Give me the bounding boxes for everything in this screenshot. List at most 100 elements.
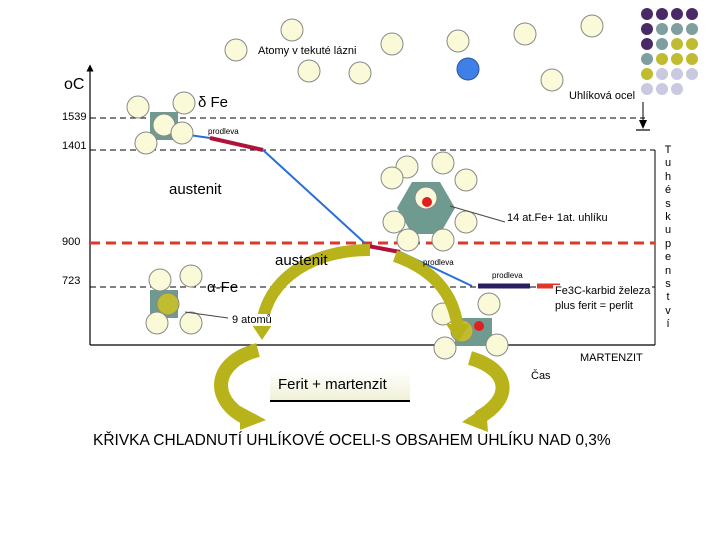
caption: KŘIVKA CHLADNUTÍ UHLÍKOVÉ OCELI-S OBSAHE… [93,432,611,449]
decor-dot [671,38,683,50]
decor-dot [686,53,698,65]
crystal-atom [179,311,203,335]
decor-dot [671,23,683,35]
curve-plateau-900 [367,244,401,254]
ferit-martenzit-label: Ferit + martenzit [278,376,387,393]
decor-dot [686,68,698,80]
decor-dot [656,23,668,35]
atoms-title: Atomy v tekuté lázni [258,45,357,57]
decor-dot [671,53,683,65]
crystal-atom [145,311,169,335]
decor-dot [641,38,653,50]
liquid-atom [348,61,372,85]
vertical-letter: u [664,224,672,237]
perlit-label: plus ferit = perlit [553,300,635,312]
vertical-letter: h [664,170,672,183]
vertical-letter: í [666,318,670,331]
decor-dot [641,53,653,65]
atoms-14-label: 14 at.Fe+ 1at. uhlíku [505,212,610,224]
vertical-letter: T [664,144,672,156]
decor-dot [656,38,668,50]
crystal-alpha-fe [145,264,229,335]
vertical-letter: u [664,157,672,170]
decorative-dot-grid [641,8,698,95]
vertical-letter: p [664,237,672,250]
crystal-atom [134,131,158,155]
decor-dot [641,68,653,80]
tick-1401: 1401 [62,140,87,152]
crystal-atom [380,166,404,190]
crystal-atom-center [156,292,180,316]
atoms-9-label: 9 atomů [230,314,274,326]
crystal-atom [433,336,457,360]
crystal-atom [485,333,509,357]
vertical-letter: t [666,291,670,304]
decor-dot [656,83,668,95]
tick-900: 900 [62,236,81,248]
fe3c-label: Fe3C-karbid železa [553,285,653,297]
carbon-atom [422,197,432,207]
decor-dot [671,68,683,80]
crystal-atom [148,268,172,292]
decor-dot [656,53,668,65]
crystal-atom [454,168,478,192]
vertical-letter: n [664,264,672,277]
time-axis-label: Čas [531,370,551,382]
arrow-austenit-to-martenzit-head [446,324,470,342]
liquid-atom [513,22,537,46]
decor-dot [686,23,698,35]
carbon-atom [474,321,484,331]
liquid-atom [540,68,564,92]
pointer-line [449,205,506,223]
arrow-austenit-to-martenzit [392,250,464,331]
liquid-atoms [224,14,604,92]
austenit-lower-label: austenit [275,252,328,269]
crystal-atom [170,121,194,145]
steel-label: Uhlíková ocel [569,90,636,102]
decor-dot [641,8,653,20]
liquid-atom [580,14,604,38]
vertical-letter: k [665,211,671,224]
decor-dot [641,23,653,35]
crystal-delta-fe [126,91,196,155]
martenzit-label: MARTENZIT [578,352,645,364]
tick-1539: 1539 [62,111,87,123]
crystal-atom [126,95,150,119]
arrow-martenzit-right-head [462,406,488,432]
vertical-letter: e [664,251,672,264]
liquid-atom [380,32,404,56]
liquid-atom-blue [456,57,480,81]
crystal-atom [396,228,420,252]
celsius-unit: oC [64,76,85,93]
arrow-martenzit-right [467,351,510,425]
decor-dot [671,83,683,95]
crystal-atom [431,151,455,175]
arrow-ferit-left-head [240,406,266,430]
vertical-letter: s [665,278,671,291]
decor-dot [671,8,683,20]
decor-dot [686,38,698,50]
decor-dot [656,8,668,20]
austenit-upper-label: austenit [169,181,222,198]
crystal-atom [179,264,203,288]
tick-723: 723 [62,275,81,287]
ferit-martenzit-box: Ferit + martenzit [270,370,410,402]
arrow-austenit-to-ferit-head [250,322,274,340]
arrow-ferit-left [214,343,261,425]
vertical-letter: v [665,304,671,317]
pointer-line [184,311,229,319]
prodleva-723: prodleva [492,271,523,280]
curve-segment [262,149,369,247]
crystal-atom [454,210,478,234]
vertical-letter: é [664,184,672,197]
cooling-curve [181,133,560,289]
vertical-label-hardness: T u h é s k u p e n s t v í [663,144,673,332]
decor-dot [641,83,653,95]
delta-fe-label: δ Fe [198,94,229,111]
crystal-martenzit [431,292,509,360]
decor-dot [686,8,698,20]
prodleva-1401: prodleva [208,127,239,136]
crystal-atom [172,91,196,115]
